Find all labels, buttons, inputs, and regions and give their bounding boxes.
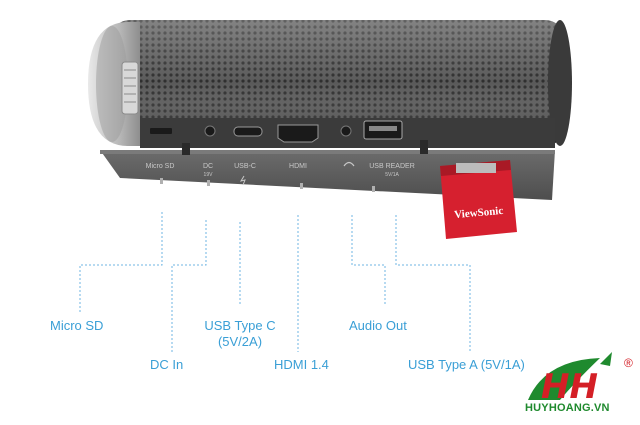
callout-hdmi: HDMI 1.4 [274, 357, 329, 372]
leader-audio [351, 215, 386, 305]
tag-brand-text: ViewSonic [454, 205, 504, 221]
callout-usb-type-c: USB Type C (5V/2A) [198, 318, 282, 350]
projector-body [88, 20, 572, 146]
hdmi-port [277, 124, 319, 143]
panel-label-usb-reader: USB READER [369, 163, 415, 170]
hh-logo: HH [528, 352, 612, 407]
port-cover-panel [100, 140, 555, 200]
callout-usb-type-c-line2: (5V/2A) [217, 334, 263, 349]
registered-mark: ® [624, 356, 633, 370]
leader-lines [79, 212, 471, 352]
panel-label-usb-reader-sub: 5V/1A [385, 172, 399, 178]
leader-micro-sd [79, 212, 163, 312]
callout-usb-type-c-line1: USB Type C [204, 318, 276, 333]
callout-dc-in: DC In [150, 357, 184, 372]
panel-label-usbc: USB-C [234, 163, 256, 170]
callout-usb-type-a: USB Type A (5V/1A) [408, 357, 525, 372]
leader-dc-in [171, 220, 207, 352]
dc-port [204, 125, 216, 137]
micro-sd-slot [150, 128, 172, 134]
watermark-text: HUYHOANG.VN [525, 402, 610, 414]
leader-usb-a [395, 215, 471, 352]
panel-label-micro-sd: Micro SD [146, 163, 175, 170]
viewsonic-tag: ViewSonic [440, 160, 517, 239]
panel-label-hdmi: HDMI [289, 163, 307, 170]
callout-audio-out: Audio Out [349, 318, 407, 333]
lightning-icon [239, 175, 246, 186]
panel-label-dc: DC [203, 163, 213, 170]
callout-micro-sd: Micro SD [50, 318, 104, 333]
usb-c-port [233, 126, 263, 137]
audio-port [340, 125, 352, 137]
port-strip [140, 118, 555, 148]
headphone-icon [343, 161, 355, 167]
panel-label-dc-volt: 19V [204, 172, 214, 178]
hh-letters: HH [541, 367, 598, 407]
